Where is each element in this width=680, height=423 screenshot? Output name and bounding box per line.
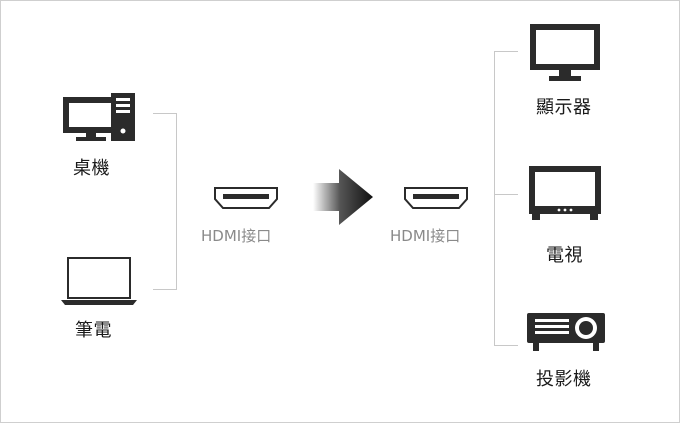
monitor-icon bbox=[530, 24, 600, 81]
desktop-computer-icon bbox=[63, 93, 135, 141]
arrow-right-icon bbox=[313, 169, 373, 225]
tv-icon bbox=[529, 166, 601, 220]
monitor-label: 顯示器 bbox=[536, 97, 592, 118]
laptop-label: 筆電 bbox=[75, 320, 112, 341]
left-bracket-top bbox=[153, 113, 177, 114]
hdmi-port-label-right: HDMI接口 bbox=[390, 227, 461, 245]
left-bracket-vertical bbox=[176, 113, 177, 290]
desktop-label: 桌機 bbox=[73, 158, 110, 179]
right-bracket-top bbox=[494, 51, 518, 52]
hdmi-port-icon bbox=[214, 187, 278, 209]
tv-label: 電視 bbox=[546, 245, 583, 266]
hdmi-port-label-left: HDMI接口 bbox=[201, 227, 272, 245]
right-bracket-bottom bbox=[494, 345, 518, 346]
right-bracket-vertical bbox=[494, 51, 495, 346]
left-bracket-bottom bbox=[153, 289, 177, 290]
right-bracket-middle bbox=[494, 194, 518, 195]
hdmi-port-icon bbox=[404, 187, 468, 209]
projector-icon bbox=[527, 313, 605, 351]
laptop-icon bbox=[61, 257, 137, 305]
projector-label: 投影機 bbox=[536, 369, 592, 390]
